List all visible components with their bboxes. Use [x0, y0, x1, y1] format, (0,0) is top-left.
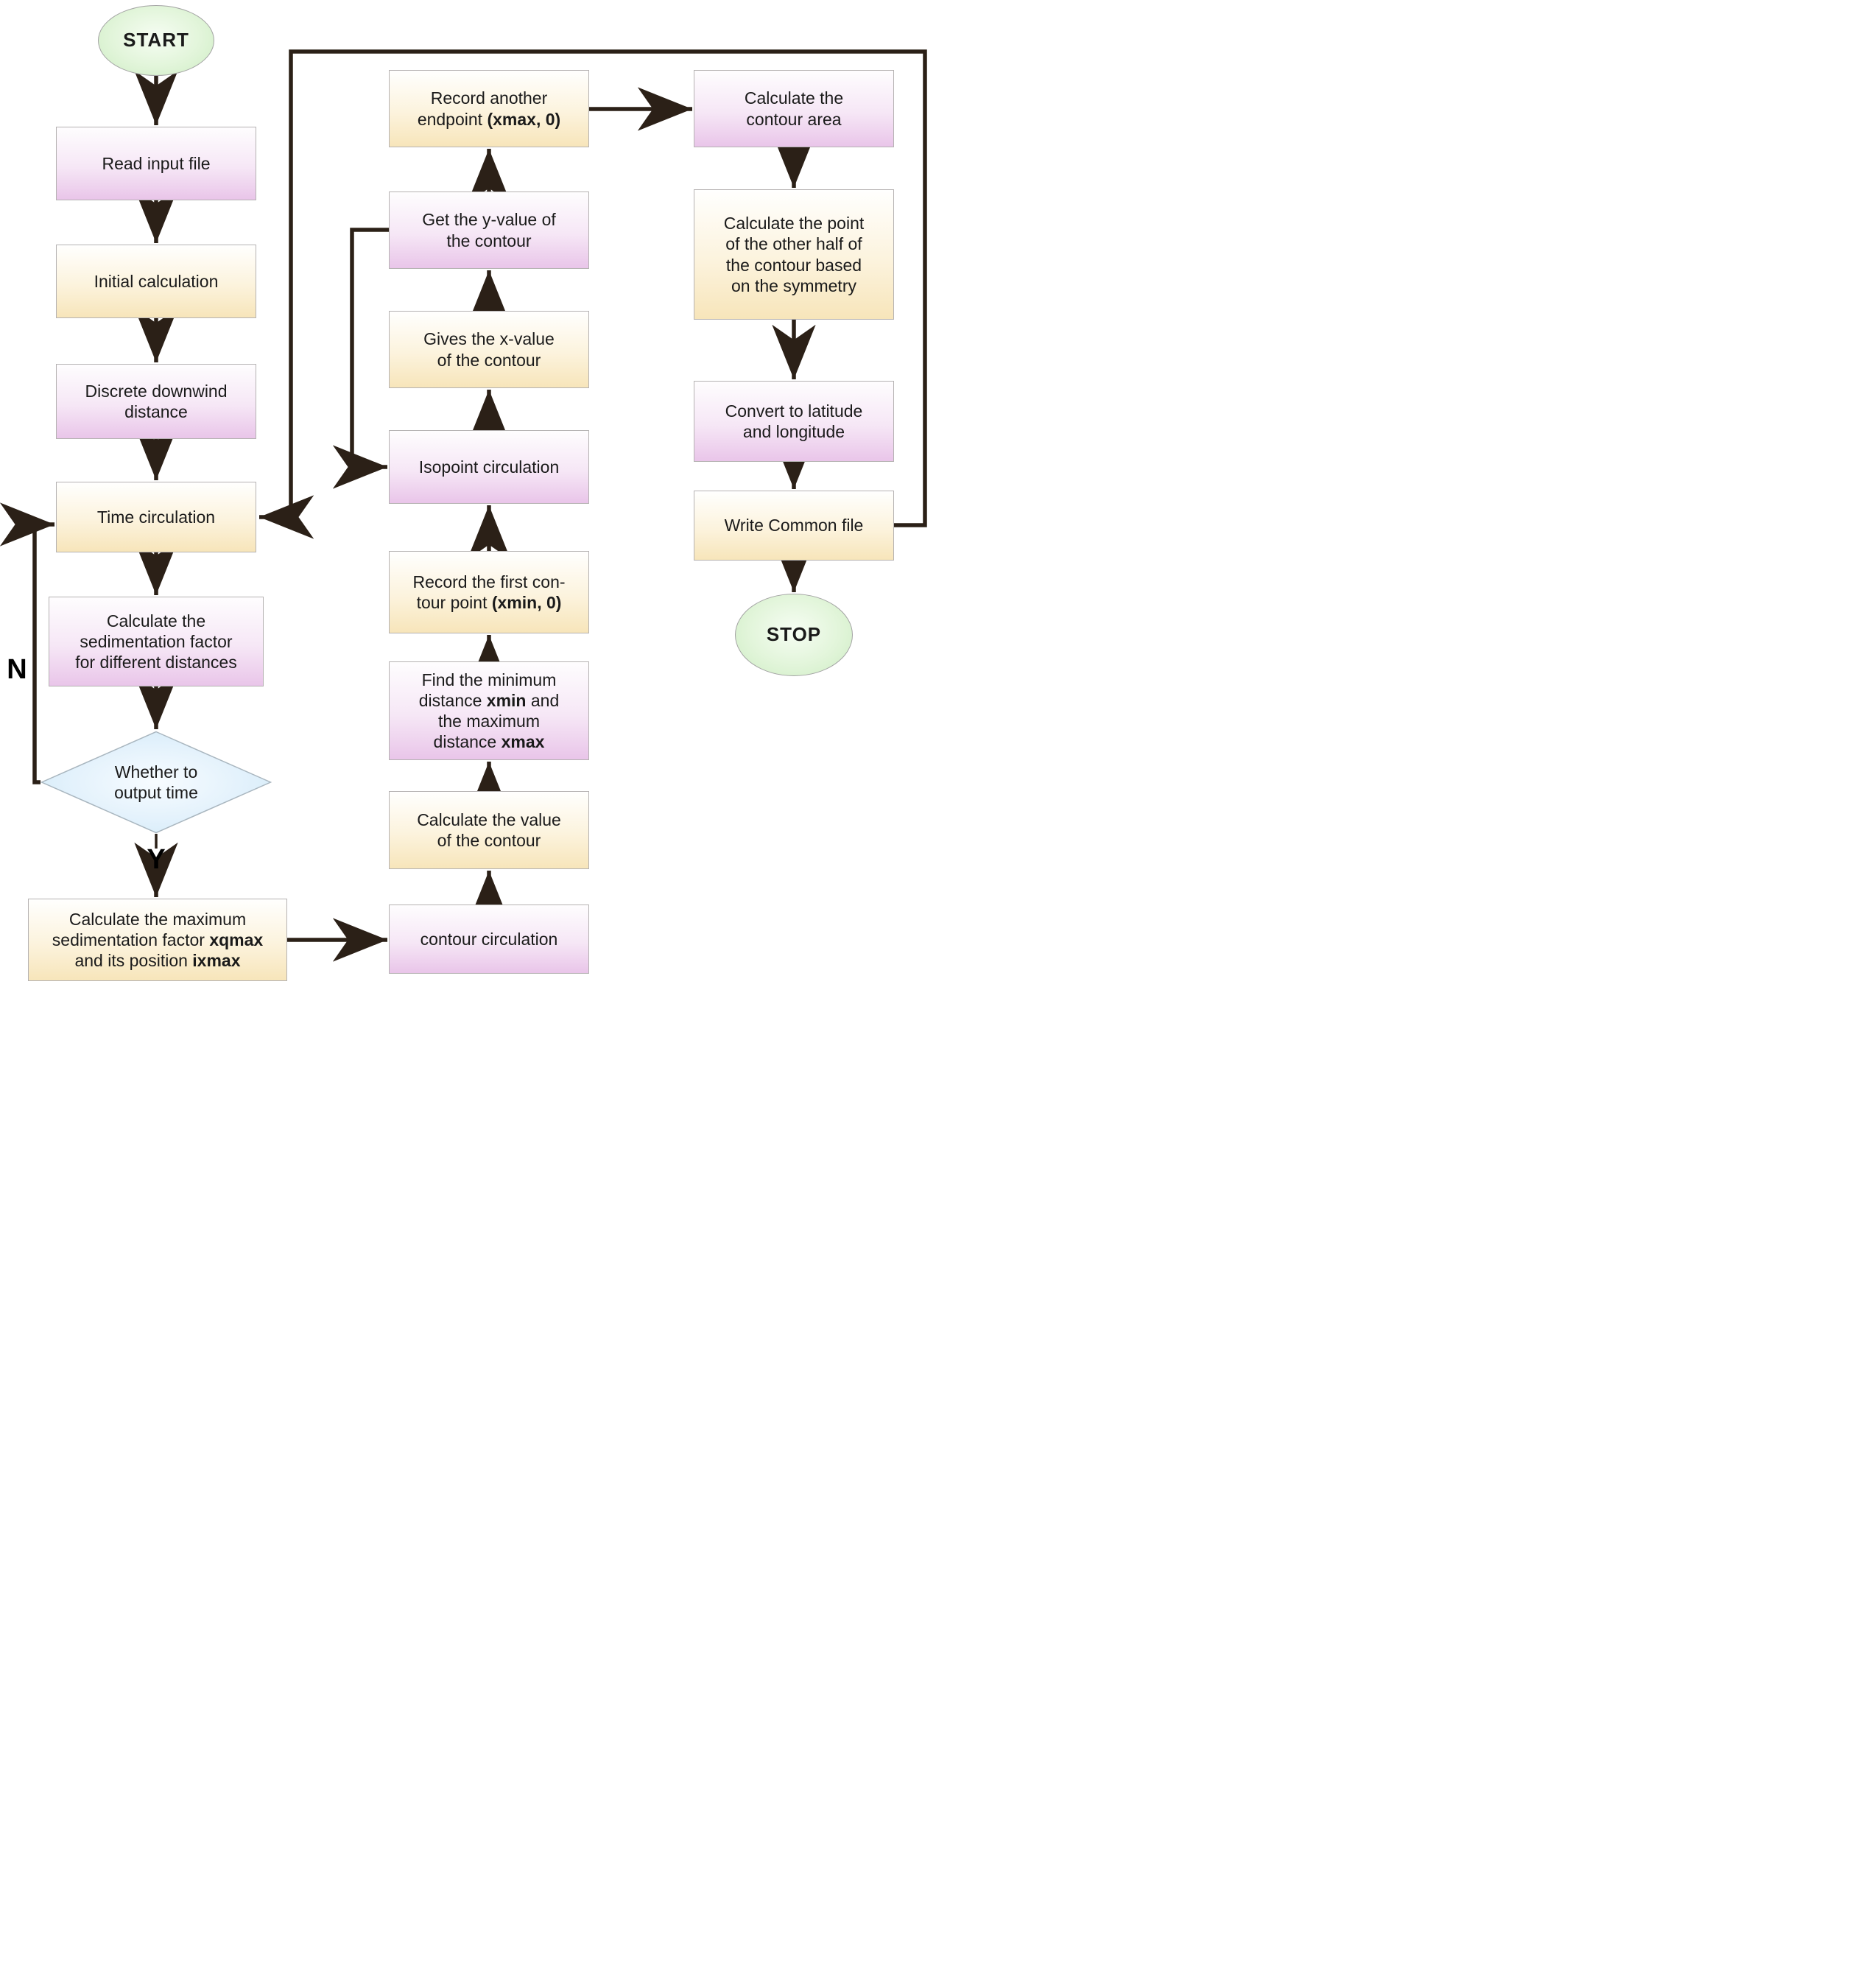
node-write-common-file: Write Common file: [694, 491, 894, 561]
node-initial-calculation: Initial calculation: [56, 245, 256, 318]
decision-diamond-shape: [41, 731, 272, 834]
node-label: START: [123, 29, 189, 52]
node-stop-terminator: STOP: [735, 594, 853, 676]
node-label: STOP: [766, 623, 822, 646]
node-label: Write Common file: [724, 516, 864, 535]
branch-label-no: N: [1, 654, 32, 686]
node-label: Read input file: [102, 153, 211, 173]
loop-get-y-to-isopoint: [332, 228, 389, 489]
node-label: Isopoint circulation: [418, 457, 560, 477]
loop-decision-n-to-time-circulation: [0, 502, 54, 784]
node-label: Record the first con-tour point (xmin, 0…: [412, 572, 566, 612]
node-time-circulation: Time circulation: [56, 482, 256, 552]
node-isopoint-circulation: Isopoint circulation: [389, 430, 589, 504]
node-label: contour circulation: [420, 929, 558, 949]
node-label: Time circulation: [96, 507, 216, 527]
connector-layer: [0, 49, 927, 962]
node-label: Initial calculation: [94, 271, 219, 291]
branch-label-no-text: N: [7, 654, 27, 685]
node-record-first-contour-point: Record the first con-tour point (xmin, 0…: [389, 551, 589, 633]
node-contour-circulation: contour circulation: [389, 905, 589, 974]
flowchart-canvas: START Read input file Initial calculatio…: [0, 0, 936, 994]
branch-label-yes: Y: [140, 844, 172, 876]
node-read-input-file: Read input file: [56, 127, 256, 200]
node-start-terminator: START: [98, 5, 214, 76]
branch-label-yes-text: Y: [147, 844, 166, 875]
loop-write-common-to-time-circulation: [259, 49, 927, 539]
